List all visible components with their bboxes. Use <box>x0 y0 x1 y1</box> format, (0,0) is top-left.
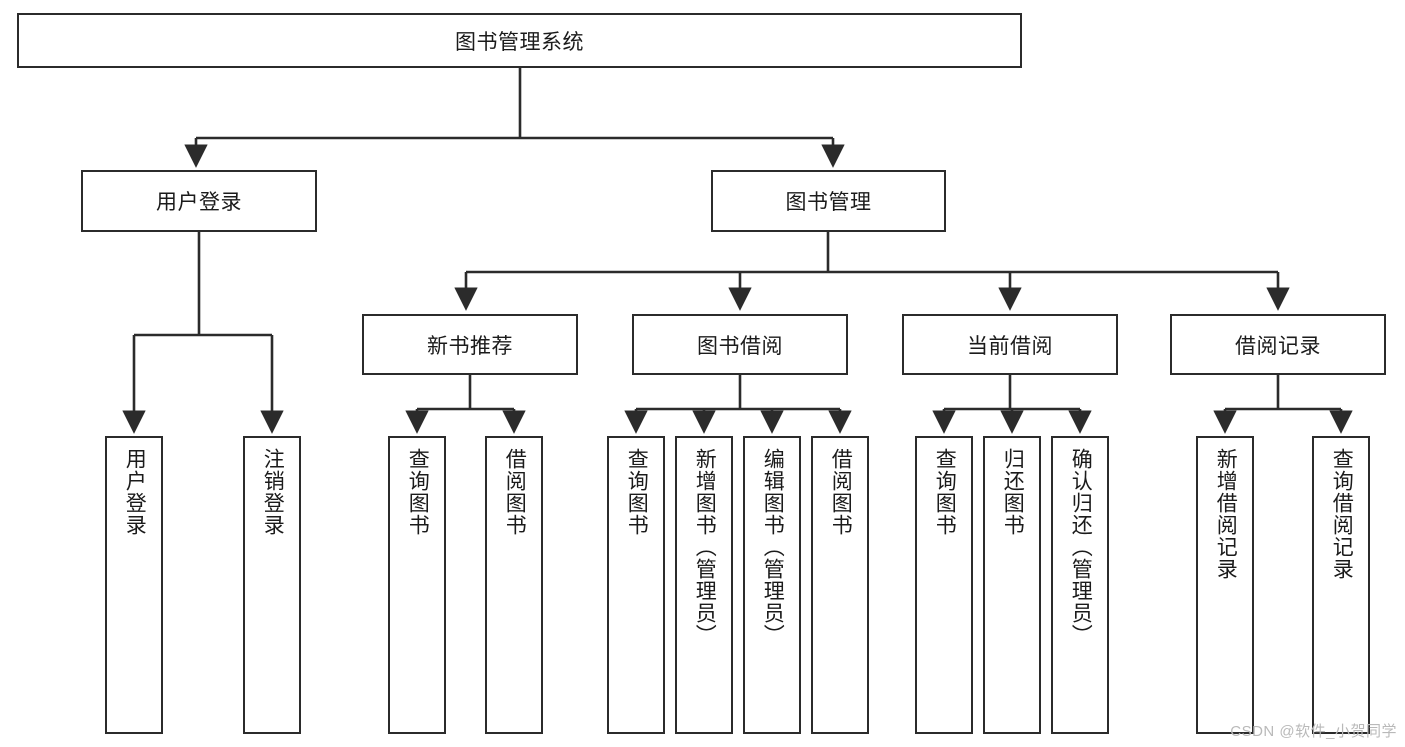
node-borrow-record-label: 借阅记录 <box>1235 334 1321 358</box>
leaf-confirm-return-label: 确认归还（管理员） <box>1069 448 1093 646</box>
leaf-logout-login-label: 注销登录 <box>261 448 285 536</box>
leaf-user-login[interactable]: 用户登录 <box>105 436 163 734</box>
leaf-borrow-book-2[interactable]: 借阅图书 <box>811 436 869 734</box>
leaf-confirm-return[interactable]: 确认归还（管理员） <box>1051 436 1109 734</box>
leaf-borrow-book-1-label: 借阅图书 <box>503 448 527 536</box>
leaf-logout-login[interactable]: 注销登录 <box>243 436 301 734</box>
node-current-borrow-label: 当前借阅 <box>967 334 1053 358</box>
leaf-add-book[interactable]: 新增图书（管理员） <box>675 436 733 734</box>
leaf-edit-book[interactable]: 编辑图书（管理员） <box>743 436 801 734</box>
leaf-borrow-book-1[interactable]: 借阅图书 <box>485 436 543 734</box>
leaf-query-book-1[interactable]: 查询图书 <box>388 436 446 734</box>
leaf-query-book-3-label: 查询图书 <box>933 448 957 536</box>
node-user-login[interactable]: 用户登录 <box>81 170 317 232</box>
csdn-watermark: CSDN @软件_小贺同学 <box>1230 723 1397 740</box>
leaf-edit-book-label: 编辑图书（管理员） <box>761 448 785 646</box>
node-book-management[interactable]: 图书管理 <box>711 170 946 232</box>
node-book-borrow[interactable]: 图书借阅 <box>632 314 848 375</box>
leaf-add-record[interactable]: 新增借阅记录 <box>1196 436 1254 734</box>
leaf-query-book-3[interactable]: 查询图书 <box>915 436 973 734</box>
node-root[interactable]: 图书管理系统 <box>17 13 1022 68</box>
node-new-book-recommend-label: 新书推荐 <box>427 334 513 358</box>
leaf-query-book-2-label: 查询图书 <box>625 448 649 536</box>
leaf-user-login-label: 用户登录 <box>123 448 147 536</box>
node-book-management-label: 图书管理 <box>785 191 872 214</box>
node-borrow-record[interactable]: 借阅记录 <box>1170 314 1386 375</box>
leaf-return-book-label: 归还图书 <box>1001 448 1025 536</box>
leaf-add-record-label: 新增借阅记录 <box>1214 448 1238 580</box>
node-new-book-recommend[interactable]: 新书推荐 <box>362 314 578 375</box>
node-book-borrow-label: 图书借阅 <box>697 334 783 358</box>
leaf-add-book-label: 新增图书（管理员） <box>693 448 717 646</box>
leaf-query-record[interactable]: 查询借阅记录 <box>1312 436 1370 734</box>
leaf-borrow-book-2-label: 借阅图书 <box>829 448 853 536</box>
node-root-label: 图书管理系统 <box>455 30 584 54</box>
leaf-query-book-2[interactable]: 查询图书 <box>607 436 665 734</box>
leaf-return-book[interactable]: 归还图书 <box>983 436 1041 734</box>
leaf-query-book-1-label: 查询图书 <box>406 448 430 536</box>
node-current-borrow[interactable]: 当前借阅 <box>902 314 1118 375</box>
leaf-query-record-label: 查询借阅记录 <box>1330 448 1354 580</box>
node-user-login-label: 用户登录 <box>156 191 242 214</box>
